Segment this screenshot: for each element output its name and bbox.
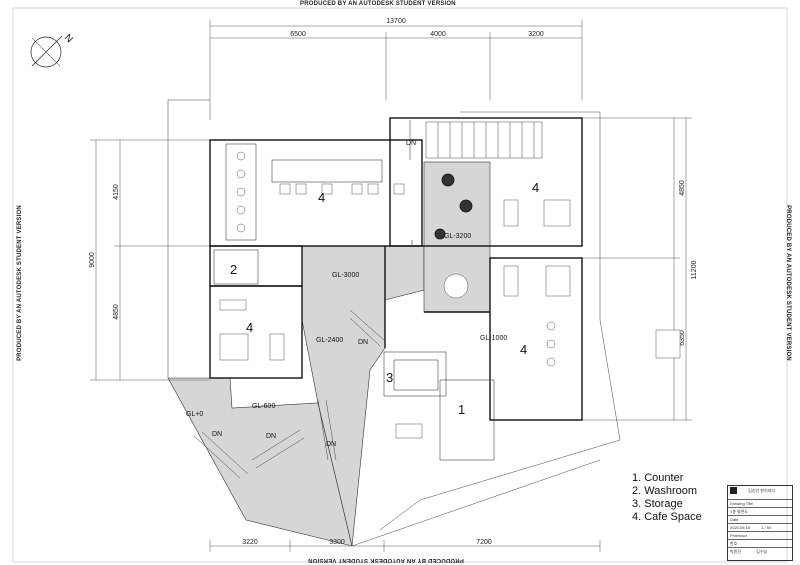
title-block: 김승연 판리대리 Drawing Title 1층 평면도 Date 2020.…: [727, 485, 793, 561]
dim-right-2: 6350: [679, 330, 686, 346]
dim-right-overall: 11200: [691, 260, 698, 279]
room-numbers: 4 4 2 4 4 3 1: [230, 180, 539, 417]
stair-dn-labels: DN DN DN DN DN: [212, 140, 416, 448]
plant-icon: [441, 173, 455, 187]
north-arrow: N: [30, 32, 75, 68]
dimension-lines: [90, 20, 692, 552]
dim-overall-top: 13700: [386, 18, 406, 25]
room-legend: 1. Counter 2. Washroom 3. Storage 4. Caf…: [632, 472, 702, 524]
level-gl-3200: GL-3200: [444, 233, 471, 240]
dn-label: DN: [326, 441, 336, 448]
furniture: [219, 151, 681, 439]
north-arrow-line: [31, 35, 63, 67]
room-number: 4: [246, 320, 253, 335]
stairs: [193, 121, 543, 479]
dim-top-2: 4000: [430, 31, 446, 38]
title-block-scale: 1 / 50: [761, 525, 772, 530]
title-block-professor: 반호: [728, 540, 792, 548]
site-lines: [167, 99, 621, 547]
dim-top-1: 6500: [290, 31, 306, 38]
legend-item: 1. Counter: [632, 472, 684, 484]
dn-label: DN: [406, 140, 416, 147]
title-block-student: 김수남: [756, 549, 768, 554]
title-block-date: 2020.05.15: [730, 525, 751, 530]
room-number: 4: [520, 342, 527, 357]
dim-left-1: 4150: [113, 184, 120, 200]
dimension-labels: 13700 6500 4000 3200 3220 3300 7200 9000…: [89, 18, 698, 546]
dim-right-1: 4850: [679, 180, 686, 196]
room-number: 3: [386, 370, 393, 385]
dim-left-2: 4850: [113, 304, 120, 320]
walls: [209, 117, 583, 421]
watermark-bottom: PRODUCED BY AN AUTODESK STUDENT VERSION: [308, 557, 464, 563]
room-number: 1: [458, 402, 465, 417]
room-number: 4: [318, 190, 325, 205]
legend-item: 3. Storage: [632, 498, 683, 510]
dim-left-overall: 9000: [89, 252, 96, 268]
dim-top-3: 3200: [528, 31, 544, 38]
title-block-drawing-title-label: Drawing Title: [728, 500, 792, 508]
level-gl-3000: GL-3000: [332, 272, 359, 279]
dn-label: DN: [266, 433, 276, 440]
north-arrow-circle: [30, 36, 62, 68]
title-block-drawing-title: 1층 평면도: [728, 508, 792, 516]
level-gl-0: GL+0: [186, 411, 203, 418]
watermark-right: PRODUCED BY AN AUTODESK STUDENT VERSION: [784, 205, 791, 361]
title-block-professor-label: Professor: [728, 532, 792, 540]
plant-icon: [434, 228, 446, 240]
dn-label: DN: [358, 339, 368, 346]
level-gl-1000: GL-1000: [480, 335, 507, 342]
watermark-left: PRODUCED BY AN AUTODESK STUDENT VERSION: [16, 205, 23, 361]
title-block-logo-icon: [730, 487, 737, 494]
room-number: 4: [532, 180, 539, 195]
legend-item: 2. Washroom: [632, 485, 698, 497]
title-block-date-label: Date: [728, 516, 792, 524]
lower-level-areas: [167, 161, 491, 547]
room-number: 2: [230, 262, 237, 277]
watermark-top: PRODUCED BY AN AUTODESK STUDENT VERSION: [300, 1, 456, 7]
north-arrow-label: N: [62, 32, 75, 45]
title-block-date-row: 2020.05.15 1 / 50: [728, 524, 792, 532]
title-block-professor2: 박원진: [730, 549, 742, 554]
sheet-border: [12, 7, 788, 563]
level-labels: GL-3200 GL-3000 GL-2400 GL-1000 GL-600 G…: [186, 233, 507, 418]
plants: [434, 173, 473, 240]
legend-item: 4. Cafe Space: [632, 511, 702, 523]
dim-bottom-2: 3300: [329, 539, 345, 546]
title-block-professor2-row: 박원진 김수남: [728, 548, 792, 556]
level-gl-2400: GL-2400: [316, 337, 343, 344]
title-block-header-text: 김승연 판리대리: [748, 487, 775, 493]
plant-icon: [459, 199, 473, 213]
level-gl-600: GL-600: [252, 403, 275, 410]
dn-label: DN: [212, 431, 222, 438]
dim-bottom-3: 7200: [476, 539, 492, 546]
interior-lines: [213, 120, 495, 461]
dim-bottom-1: 3220: [242, 539, 258, 546]
title-block-header: 김승연 판리대리: [728, 486, 792, 500]
